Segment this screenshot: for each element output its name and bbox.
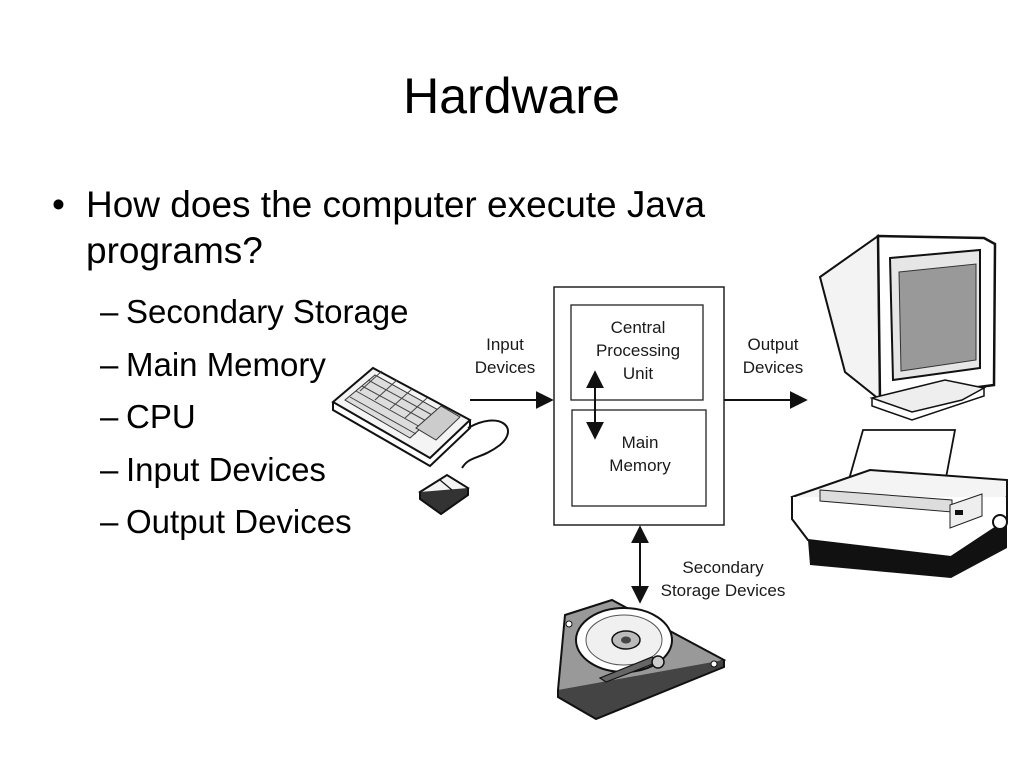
hard-drive-icon xyxy=(556,598,727,721)
printer-icon xyxy=(790,429,1008,578)
bullet-symbol: • xyxy=(52,184,65,225)
cpu-label-line-3: Unit xyxy=(623,364,654,383)
cpu-label-line-1: Central xyxy=(611,318,666,337)
main-bullet: • How does the computer execute Java pro… xyxy=(52,182,812,274)
secondary-storage-label-line-2: Storage Devices xyxy=(661,581,786,600)
monitor-icon xyxy=(818,234,997,421)
sub-item-output-devices: –Output Devices xyxy=(100,503,352,540)
secondary-storage-label-line-1: Secondary xyxy=(682,558,764,577)
slide-title: Hardware xyxy=(403,68,620,124)
keyboard-cable xyxy=(461,419,509,469)
mouse-icon xyxy=(418,473,470,516)
sub-item-main-memory: –Main Memory xyxy=(100,345,326,383)
main-bullet-text: How does the computer execute Java progr… xyxy=(86,184,706,271)
sub-bullet-list: –Secondary Storage –Main Memory –CPU –In… xyxy=(100,286,409,549)
keyboard-icon xyxy=(331,366,472,468)
sub-item-secondary-storage: –Secondary Storage xyxy=(100,293,409,330)
input-devices-label-line-2: Devices xyxy=(475,358,535,377)
input-devices-label-line-1: Input xyxy=(486,335,524,354)
main-memory-label-line-2: Memory xyxy=(609,456,671,475)
cpu-label-line-2: Processing xyxy=(596,341,680,360)
output-devices-label-line-1: Output xyxy=(747,335,798,354)
sub-item-cpu: –CPU xyxy=(100,398,196,435)
sub-item-input-devices: –Input Devices xyxy=(100,450,326,488)
output-devices-label-line-2: Devices xyxy=(743,358,803,377)
main-memory-label-line-1: Main xyxy=(622,433,659,452)
